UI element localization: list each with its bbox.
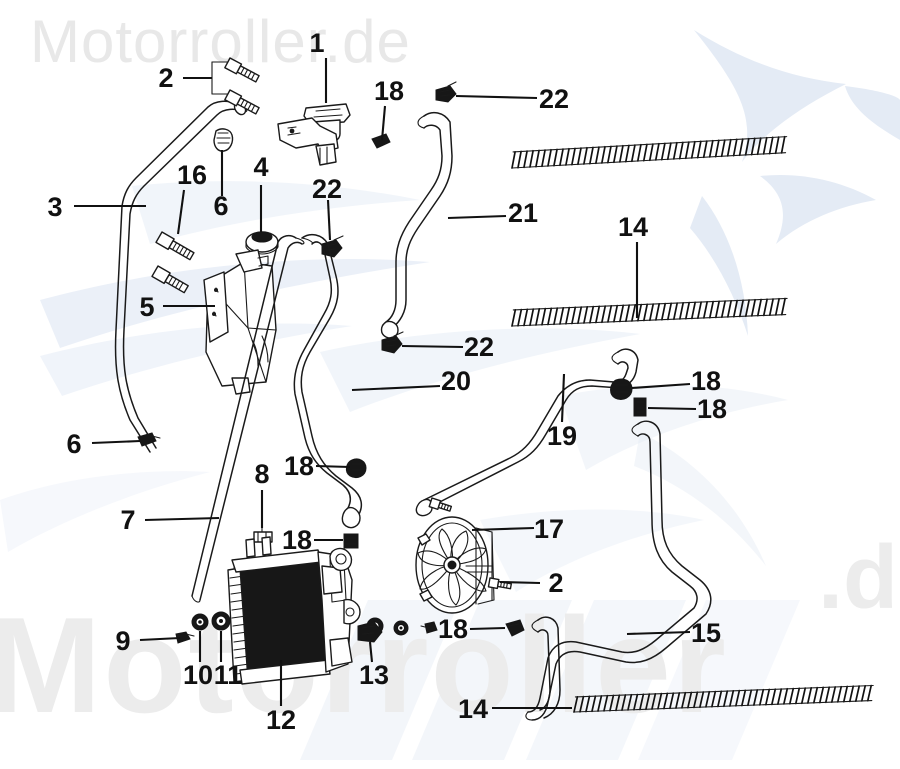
leader-15: [626, 630, 691, 636]
callout-18c: 18: [697, 394, 727, 424]
callout-18a: 18: [374, 76, 404, 106]
callout-21: 21: [508, 198, 538, 228]
part-18-hose-clamp-top: [371, 133, 391, 149]
callout-1: 1: [309, 28, 324, 58]
watermark-graphic-layer: [0, 30, 900, 760]
part-17-cooling-fan-assembly: [415, 516, 495, 614]
part-19-coolant-hose-upper: [415, 348, 639, 517]
part-18-hose-clamp-right-upper: [610, 378, 633, 400]
part-1-thermostat-housing: [277, 103, 351, 166]
callout-6b: 6: [66, 429, 81, 459]
callout-10: 10: [183, 660, 213, 690]
part-9-screw-small: [175, 631, 195, 644]
callout-9: 9: [115, 626, 130, 656]
part-22-spring-clip-mid: [381, 331, 404, 354]
coolant-hose-stub: [531, 616, 561, 719]
part-22-spring-clip-topright: [435, 81, 457, 103]
leader-6b: [91, 439, 141, 445]
callout-18f: 18: [438, 614, 468, 644]
callout-14a: 14: [618, 212, 648, 242]
leader-19: [560, 373, 566, 423]
watermark-top-text: Motorroller.de: [30, 8, 411, 75]
callout-16: 16: [177, 160, 207, 190]
callout-12: 12: [266, 705, 296, 735]
callout-22c: 22: [464, 332, 494, 362]
part-21-coolant-hose-top: [380, 111, 453, 339]
callout-7: 7: [120, 505, 135, 535]
leader-13: [368, 641, 374, 663]
part-11-grommet: [211, 611, 231, 631]
callout-18b: 18: [691, 366, 721, 396]
leader-18d: [315, 464, 351, 469]
part-5-expansion-tank: [203, 249, 277, 395]
leader-2b: [499, 580, 541, 585]
part-18-hose-clamp-right-lower: [633, 397, 647, 417]
part-4-radiator-cap: [245, 231, 279, 255]
callout-5: 5: [139, 292, 154, 322]
callout-2b: 2: [548, 568, 563, 598]
callout-4: 4: [253, 152, 268, 182]
watermark-text-layer: Motorroller.de Motorroller .d: [0, 8, 898, 741]
part-18-hose-clamp-mid-left: [345, 458, 367, 479]
leader-17: [471, 526, 535, 532]
callout-19: 19: [547, 421, 577, 451]
callout-layer: 1 2 3 4 5 6 6 7 8 9: [47, 28, 727, 735]
callout-14b: 14: [458, 694, 488, 724]
callout-18d: 18: [284, 451, 314, 481]
part-2-flange-bolt-fan-top: [428, 497, 453, 512]
watermark-domain-text: .d: [818, 528, 898, 628]
leader-22a: [455, 94, 538, 100]
part-22-spring-clip-left: [321, 235, 344, 258]
part-2-flange-bolt-left: [151, 265, 189, 294]
part-20-coolant-hose-mid: [293, 233, 363, 529]
part-14-spring-coil-upper: [511, 135, 788, 169]
part-2-flange-bolts-top: [183, 57, 260, 115]
part-10-washer: [191, 613, 209, 631]
leader-18b: [631, 382, 691, 390]
part-14-spring-coil-middle: [511, 297, 788, 327]
leader-22b: [326, 199, 332, 241]
callout-17: 17: [534, 514, 564, 544]
leader-18c: [647, 406, 697, 411]
part-18-hose-clamp-bottom: [505, 619, 525, 637]
part-18-hose-clamp-near-bracket: [343, 533, 359, 549]
callout-22b: 22: [312, 174, 342, 204]
callout-20: 20: [441, 366, 471, 396]
part-9-screw-right: [420, 621, 438, 634]
leader-20: [351, 384, 441, 392]
part-14-spring-coil-bottom: [573, 684, 874, 713]
part-15-coolant-hose-lower: [525, 420, 712, 721]
leader-22c: [401, 344, 464, 349]
callout-6a: 6: [213, 191, 228, 221]
leader-18a: [380, 105, 387, 141]
leader-18f: [469, 626, 506, 631]
callout-22a: 22: [539, 84, 569, 114]
leader-7: [144, 516, 220, 522]
leader-16: [176, 189, 186, 235]
callout-13: 13: [359, 660, 389, 690]
callout-2a: 2: [158, 63, 173, 93]
part-12-radiator: [227, 536, 361, 685]
part-16-bolt-long: [155, 231, 195, 261]
leader-21: [447, 214, 507, 220]
part-6-rubber-plug-top: [213, 128, 234, 152]
part-7-overflow-pipe: [191, 234, 305, 603]
callout-8: 8: [254, 459, 269, 489]
part-6-rubber-plug-lower: [137, 432, 161, 447]
leader-9: [139, 636, 181, 642]
callout-3: 3: [47, 192, 62, 222]
watermark-bottom-text: Motorroller: [0, 589, 728, 741]
part-11-grommet-right: [393, 620, 409, 636]
callout-15: 15: [691, 618, 721, 648]
callout-11: 11: [214, 660, 243, 690]
callout-18e: 18: [282, 525, 312, 555]
part-13-drain-plug: [357, 621, 383, 643]
